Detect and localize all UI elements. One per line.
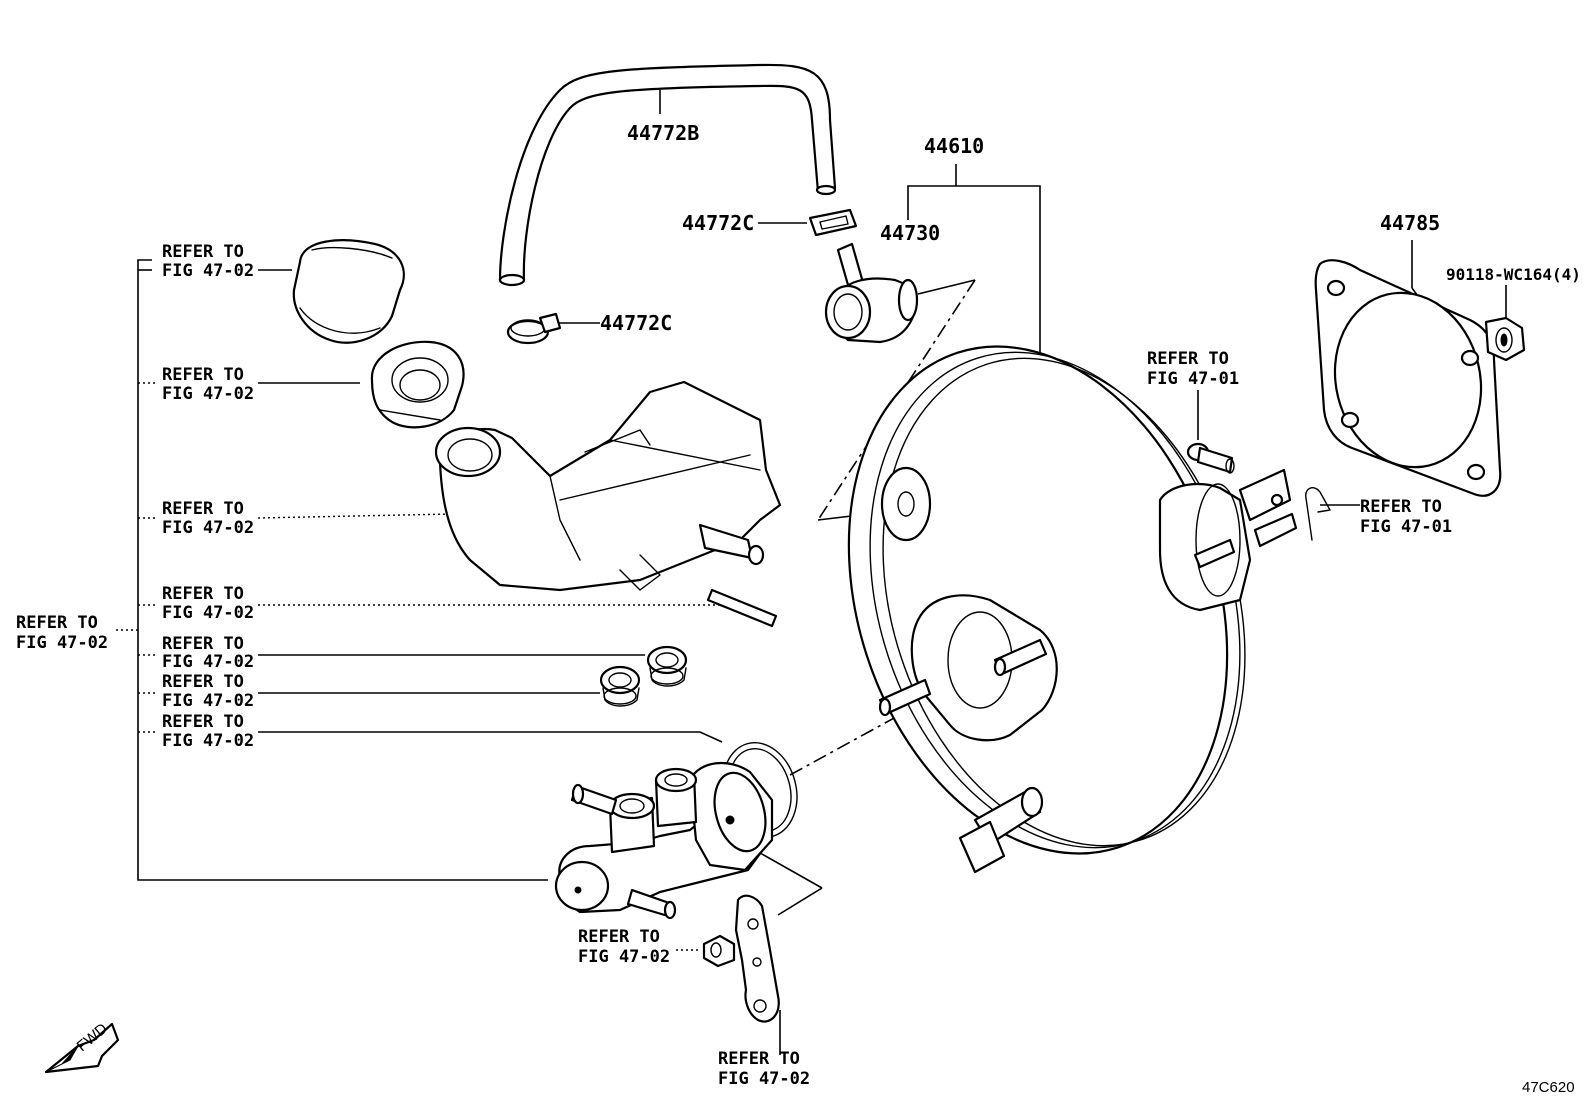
refer-to-label: REFER TO bbox=[16, 613, 98, 633]
clevis-clip-part bbox=[1305, 487, 1331, 541]
refer-fig-label: FIG 47-02 bbox=[162, 518, 254, 538]
reservoir-pin-part bbox=[706, 588, 778, 628]
refer-clevis-pin: REFER TO FIG 47-01 bbox=[1147, 349, 1239, 389]
check-valve-part bbox=[824, 242, 919, 344]
refer-fig-label: FIG 47-02 bbox=[162, 691, 254, 711]
hose-clip-upper-part bbox=[808, 208, 858, 237]
refer-bracket: REFER TO FIG 47-02 bbox=[718, 1049, 810, 1089]
refer-to-label: REFER TO bbox=[162, 499, 244, 519]
refer-to-label: REFER TO bbox=[162, 365, 244, 385]
part-number-90118-wc164: 90118-WC164(4) bbox=[1446, 265, 1581, 284]
part-number-44730: 44730 bbox=[880, 221, 940, 245]
brake-booster-part bbox=[847, 345, 1298, 874]
vacuum-hose-part bbox=[498, 63, 837, 287]
part-number-44772c-upper: 44772C bbox=[682, 211, 754, 235]
part-number-44772b: 44772B bbox=[627, 121, 699, 145]
refer-cap: REFER TO FIG 47-02 bbox=[162, 242, 254, 281]
refer-fig-label: FIG 47-02 bbox=[162, 652, 254, 672]
reservoir-strainer-part bbox=[370, 340, 465, 429]
fwd-arrow-icon: FWD bbox=[44, 1020, 120, 1074]
refer-fig-label: FIG 47-02 bbox=[16, 633, 108, 653]
hose-clip-lower-part bbox=[506, 312, 562, 345]
refer-reservoir: REFER TO FIG 47-02 bbox=[162, 499, 254, 538]
refer-clevis-clip: REFER TO FIG 47-01 bbox=[1360, 497, 1452, 537]
refer-o-ring: REFER TO FIG 47-02 bbox=[162, 712, 254, 751]
booster-gasket-part bbox=[1314, 259, 1502, 497]
grommet-2-part bbox=[599, 665, 641, 707]
refer-strainer: REFER TO FIG 47-02 bbox=[162, 365, 254, 404]
refer-pin: REFER TO FIG 47-02 bbox=[162, 584, 254, 623]
refer-grommet-1: REFER TO FIG 47-02 bbox=[162, 634, 254, 672]
master-cylinder-nut-part bbox=[702, 934, 736, 968]
refer-master-assy: REFER TO FIG 47-02 bbox=[16, 613, 108, 653]
refer-to-label: REFER TO bbox=[1147, 349, 1229, 369]
refer-to-label: REFER TO bbox=[162, 672, 244, 692]
figure-code: 47C620 bbox=[1522, 1079, 1575, 1096]
refer-fig-label: FIG 47-02 bbox=[162, 603, 254, 623]
part-number-44772c-lower: 44772C bbox=[600, 311, 672, 335]
refer-fig-label: FIG 47-01 bbox=[1360, 517, 1452, 537]
refer-fig-label: FIG 47-02 bbox=[162, 731, 254, 751]
refer-to-label: REFER TO bbox=[718, 1049, 800, 1069]
refer-to-label: REFER TO bbox=[162, 584, 244, 604]
refer-fig-label: FIG 47-02 bbox=[578, 947, 670, 967]
refer-fig-label: FIG 47-02 bbox=[718, 1069, 810, 1089]
refer-grommet-2: REFER TO FIG 47-02 bbox=[162, 672, 254, 711]
clevis-pin-part bbox=[1186, 442, 1235, 474]
refer-to-label: REFER TO bbox=[578, 927, 660, 947]
brake-fluid-reservoir-part bbox=[434, 380, 782, 592]
bracket-plate-part bbox=[734, 894, 780, 1023]
refer-nut: REFER TO FIG 47-02 bbox=[578, 927, 670, 967]
refer-to-label: REFER TO bbox=[162, 242, 244, 262]
master-cylinder-part bbox=[554, 761, 774, 920]
part-number-44610: 44610 bbox=[924, 134, 984, 158]
refer-fig-label: FIG 47-02 bbox=[162, 261, 254, 281]
part-number-44785: 44785 bbox=[1380, 211, 1440, 235]
booster-nut-part bbox=[1484, 316, 1526, 362]
refer-fig-label: FIG 47-01 bbox=[1147, 369, 1239, 389]
reservoir-cap-part bbox=[292, 239, 405, 344]
leader-lines bbox=[116, 90, 1507, 1055]
refer-to-label: REFER TO bbox=[162, 634, 244, 654]
refer-to-label: REFER TO bbox=[1360, 497, 1442, 517]
refer-fig-label: FIG 47-02 bbox=[162, 384, 254, 404]
refer-to-label: REFER TO bbox=[162, 712, 244, 732]
grommet-1-part bbox=[646, 645, 688, 687]
